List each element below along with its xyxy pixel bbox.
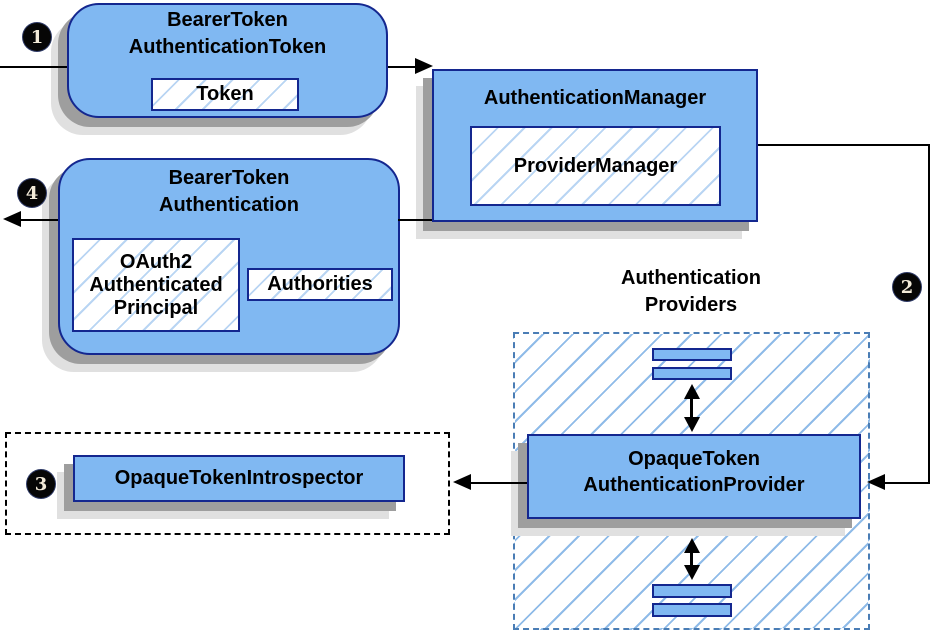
- step2-connector-vertical: [928, 144, 930, 484]
- label-line: Providers: [644, 294, 738, 316]
- node-title: BearerToken Authentication: [58, 165, 400, 219]
- node-opaque-token-introspector: OpaqueTokenIntrospector: [73, 455, 405, 502]
- step-4-number: 4: [25, 182, 39, 204]
- title-line: Authentication: [159, 194, 299, 216]
- authentication-providers-label: Authentication Providers: [546, 265, 836, 319]
- title-line: AuthenticationManager: [483, 87, 707, 109]
- chip-label-line: OAuth2: [119, 250, 193, 273]
- step-4-badge: 4: [18, 179, 46, 207]
- node-title: AuthenticationManager: [432, 85, 758, 112]
- step-3-badge: 3: [27, 470, 55, 498]
- provider-stack-bar: [652, 603, 732, 617]
- title-line: BearerToken: [167, 9, 288, 31]
- node-label: OpaqueTokenIntrospector: [114, 467, 364, 489]
- up-arrowhead-icon: [684, 538, 700, 553]
- step-1-number: 1: [30, 26, 44, 48]
- label-line: Authentication: [621, 267, 761, 289]
- step4-arrow-line: [21, 219, 58, 221]
- step-2-number: 2: [900, 276, 914, 298]
- chip-label: Token: [196, 83, 254, 105]
- down-arrowhead-icon: [684, 565, 700, 580]
- title-line: BearerToken: [168, 167, 290, 189]
- step-1-badge: 1: [23, 23, 51, 51]
- provider-stack-bar: [652, 367, 732, 380]
- provider-stack-bar: [652, 348, 732, 361]
- step2-connector-top: [758, 144, 930, 146]
- oauth2-authenticated-principal-chip: OAuth2 Authenticated Principal: [72, 238, 240, 332]
- chip-label: ProviderManager: [513, 154, 678, 177]
- left-arrowhead-icon: [453, 474, 471, 490]
- up-arrowhead-icon: [684, 384, 700, 399]
- step-2-badge: 2: [893, 273, 921, 301]
- incoming-request-line: [0, 66, 67, 68]
- step3-arrow-line: [471, 482, 527, 484]
- introspector-dashed-group: [5, 432, 450, 535]
- title-line: AuthenticationProvider: [583, 474, 805, 496]
- step1-arrow-line: [388, 66, 416, 68]
- step-3-number: 3: [34, 473, 48, 495]
- node-title: BearerToken AuthenticationToken: [67, 7, 388, 61]
- chip-label-line: Authenticated: [89, 273, 223, 296]
- chip-label: Authorities: [267, 273, 373, 295]
- title-line: AuthenticationToken: [128, 36, 327, 58]
- left-arrowhead-icon: [867, 474, 885, 490]
- left-arrowhead-icon: [3, 211, 21, 227]
- double-arrow-top-line: [690, 397, 693, 419]
- token-chip: Token: [151, 78, 299, 111]
- node-opaque-token-authentication-provider: [527, 434, 861, 519]
- node-title: OpaqueToken AuthenticationProvider: [527, 446, 861, 498]
- manager-to-authentication-line: [398, 219, 432, 221]
- double-arrow-bottom-line: [690, 551, 693, 567]
- down-arrowhead-icon: [684, 417, 700, 432]
- provider-stack-bar: [652, 584, 732, 598]
- step2-connector-bottom: [885, 482, 930, 484]
- provider-manager-chip: ProviderManager: [470, 126, 721, 206]
- right-arrowhead-icon: [415, 58, 433, 74]
- chip-label-line: Principal: [113, 296, 199, 319]
- authorities-chip: Authorities: [247, 268, 393, 301]
- authentication-providers-container: [513, 332, 870, 630]
- title-line: OpaqueToken: [628, 448, 760, 470]
